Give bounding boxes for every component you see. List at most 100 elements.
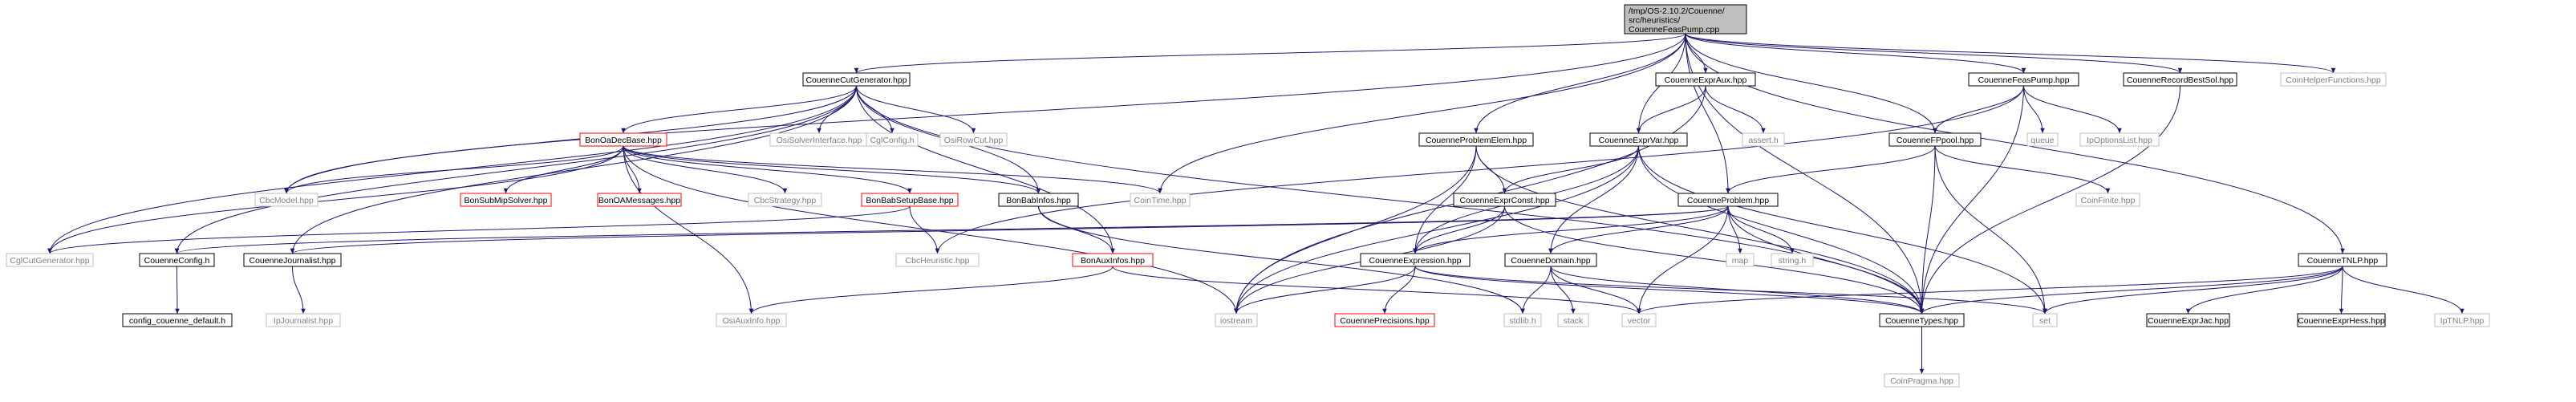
file-node-bonbabsetup[interactable]: BonBabSetupBase.hpp [861, 193, 959, 207]
file-node-label: BonOaDecBase.hpp [585, 136, 662, 145]
include-edge-bonauxinfos-osiauxinfo [748, 266, 1114, 315]
include-edge-domain-types [1550, 266, 1925, 315]
file-node-cointime: CoinTime.hpp [1130, 193, 1191, 207]
file-node-label: CouenneJournalist.hpp [249, 256, 336, 266]
file-node-box [2297, 313, 2386, 327]
file-node-types[interactable]: CouenneTypes.hpp [1879, 313, 1965, 327]
file-node-coinhelper: CoinHelperFunctions.hpp [2280, 72, 2387, 87]
include-edge-feaspump-cbcheur [935, 85, 2024, 254]
include-edge-root-cbcmodel [284, 33, 1686, 194]
include-edge-probelem-iostream [1234, 145, 1477, 315]
file-node-fppool[interactable]: CouenneFPpool.hpp [1888, 132, 1982, 147]
file-node-cbcheur: CbcHeuristic.hpp [895, 253, 980, 267]
include-edge-exprvar-domain [1548, 145, 1639, 254]
include-edge-cutgen-bonauxinfos [856, 85, 1115, 254]
file-node-bonoadec[interactable]: BonOaDecBase.hpp [579, 132, 667, 147]
file-node-root[interactable]: /tmp/OS-2.10.2/Couenne/src/heuristics/Co… [1624, 4, 1747, 35]
include-edge-bonbabsetup-cbcheur [909, 205, 940, 254]
include-edge-expraux-assert [1705, 85, 1766, 134]
include-edge-root-coinhelper [1685, 33, 2336, 74]
include-edge-expression-types [1414, 266, 1925, 315]
include-edge-domain-stack [1550, 266, 1576, 315]
file-node-box [1742, 132, 1785, 147]
include-edge-root-problem [1685, 33, 1730, 194]
include-edge-problem-stringh [1727, 205, 1795, 254]
include-edge-root-cutgen [854, 33, 1686, 74]
file-node-cutgen[interactable]: CouenneCutGenerator.hpp [802, 72, 911, 87]
file-node-exprconst[interactable]: CouenneExprConst.hpp [1453, 193, 1556, 207]
file-node-journalist[interactable]: CouenneJournalist.hpp [243, 253, 342, 267]
file-node-box [1677, 193, 1779, 207]
file-node-box [1130, 193, 1191, 207]
file-node-label: CbcModel.hpp [259, 196, 314, 205]
file-node-label: BonOAMessages.hpp [598, 196, 680, 205]
file-node-box [1726, 253, 1755, 267]
file-node-label: CoinFinite.hpp [2081, 196, 2136, 205]
include-edge-recbest-types [1919, 85, 2180, 315]
file-node-box [748, 193, 822, 207]
file-node-label: assert.h [1748, 136, 1779, 145]
include-edge-root-cointime [1158, 33, 1686, 194]
file-node-stdlib: stdlib.h [1503, 313, 1542, 327]
file-node-label: CouenneRecordBestSol.hpp [2127, 75, 2233, 85]
file-node-cglcutgen: CglCutGenerator.hpp [6, 253, 94, 267]
file-node-ipoptlist: IpOptionsList.hpp [2079, 132, 2160, 147]
include-edge-cutgen-osisolver [817, 85, 857, 134]
file-node-label: CouennePrecisions.hpp [1340, 316, 1430, 326]
file-node-box [2026, 132, 2059, 147]
file-node-exprjac[interactable]: CouenneExprJac.hpp [2146, 313, 2230, 327]
file-node-box [2146, 313, 2230, 327]
file-node-bonsubmip[interactable]: BonSubMipSolver.hpp [460, 193, 552, 207]
file-node-osisolver: OsiSolverInterface.hpp [769, 132, 869, 147]
file-node-map: map [1726, 253, 1755, 267]
file-node-exprvar[interactable]: CouenneExprVar.hpp [1589, 132, 1688, 147]
file-node-precisions[interactable]: CouennePrecisions.hpp [1334, 313, 1435, 327]
file-node-box [895, 253, 980, 267]
include-edge-exprvar-exprconst [1502, 145, 1639, 194]
file-node-box [2123, 72, 2237, 87]
file-node-assert: assert.h [1742, 132, 1785, 147]
file-node-label: IpOptionsList.hpp [2087, 136, 2152, 145]
file-node-expression[interactable]: CouenneExpression.hpp [1360, 253, 1471, 267]
file-node-box [1884, 373, 1960, 388]
file-node-domain[interactable]: CouenneDomain.hpp [1504, 253, 1597, 267]
file-nodes: /tmp/OS-2.10.2/Couenne/src/heuristics/Co… [6, 4, 2490, 388]
file-node-config[interactable]: CouenneConfig.h [139, 253, 215, 267]
include-edge-config-configdef [175, 266, 180, 315]
file-node-box [597, 193, 682, 207]
file-node-box [254, 193, 318, 207]
include-edge-probelem-types [1475, 145, 1925, 315]
file-node-box [802, 72, 911, 87]
file-node-expraux[interactable]: CouenneExprAux.hpp [1655, 72, 1756, 87]
file-node-bonoamsg[interactable]: BonOAMessages.hpp [597, 193, 682, 207]
include-edge-tnlp-exprhess [2339, 266, 2344, 315]
file-node-feaspump[interactable]: CouenneFeasPump.hpp [1968, 72, 2079, 87]
include-edge-bonoadec-cointime [623, 145, 1162, 194]
file-node-configdef[interactable]: config_couenne_default.h [122, 313, 233, 327]
file-node-probelem[interactable]: CouenneProblemElem.hpp [1418, 132, 1534, 147]
include-edge-tnlp-iptnlp [2342, 266, 2464, 315]
file-node-box [1621, 313, 1657, 327]
file-node-box [1453, 193, 1556, 207]
file-node-label: CbcStrategy.hpp [754, 196, 817, 205]
file-node-box [1888, 132, 1982, 147]
file-node-box [998, 193, 1079, 207]
file-node-box [1503, 313, 1542, 327]
file-node-tnlp[interactable]: CouenneTNLP.hpp [2298, 253, 2387, 267]
file-node-set: set [2032, 313, 2058, 327]
file-node-recbest[interactable]: CouenneRecordBestSol.hpp [2123, 72, 2237, 87]
file-node-box [1771, 253, 1814, 267]
file-node-label: CouenneExprHess.hpp [2298, 316, 2385, 326]
file-node-label: IpJournalist.hpp [274, 316, 333, 326]
file-node-bonauxinfos[interactable]: BonAuxInfos.hpp [1072, 253, 1154, 267]
file-node-box [939, 132, 1008, 147]
file-node-problem[interactable]: CouenneProblem.hpp [1677, 193, 1779, 207]
file-node-label: CglConfig.h [870, 136, 915, 145]
include-edge-expraux-exprvar [1636, 85, 1706, 134]
file-node-label: CoinHelperFunctions.hpp [2286, 75, 2381, 85]
file-node-iptnlp: IpTNLP.hpp [2434, 313, 2490, 327]
file-node-vector: vector [1621, 313, 1657, 327]
file-node-bonbabinfos[interactable]: BonBabInfos.hpp [998, 193, 1079, 207]
file-node-exprhess[interactable]: CouenneExprHess.hpp [2297, 313, 2386, 327]
